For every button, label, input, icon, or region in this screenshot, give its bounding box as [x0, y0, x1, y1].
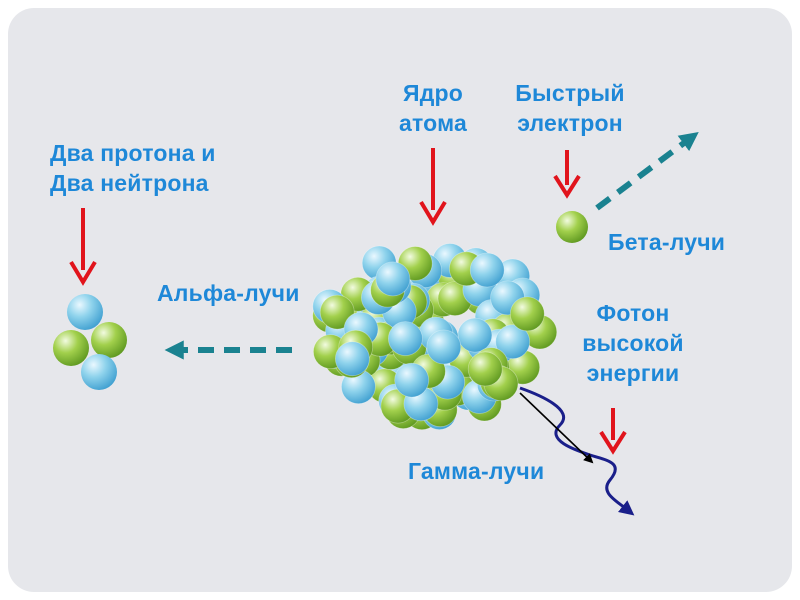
gamma-rays-label: Гамма-лучи: [408, 458, 545, 484]
proton-sphere: [457, 317, 493, 353]
neutron-sphere: [509, 296, 545, 332]
pointer-photon-icon: [599, 408, 627, 455]
proton-sphere: [495, 324, 531, 360]
gamma-ray-arrow-icon: [519, 386, 635, 516]
proton-sphere: [375, 261, 411, 297]
pointer-nucleus-icon: [419, 148, 447, 226]
pointer-electron-icon: [553, 150, 581, 199]
alpha-rays-label: Альфа-лучи: [157, 280, 300, 306]
high-energy-photon-label: Фотон высокой энергии: [582, 300, 684, 386]
electron: [556, 211, 588, 243]
proton-sphere: [334, 341, 370, 377]
proton-sphere: [394, 362, 430, 398]
neutron-sphere: [319, 294, 355, 330]
alpha-particle-label: Два протона и Два нейтрона: [50, 140, 216, 196]
alpha-particle: [53, 294, 127, 390]
proton-sphere: [387, 321, 423, 357]
proton-sphere: [426, 329, 462, 365]
atomic-nucleus: [312, 243, 558, 431]
fast-electron-label: Быстрый электрон: [515, 80, 625, 136]
nucleus-label: Ядро атома: [398, 80, 467, 136]
neutron-sphere: [467, 351, 503, 387]
proton-sphere: [469, 252, 505, 288]
beta-ray-arrow-icon: [595, 131, 699, 211]
pointer-alpha-particle-icon: [69, 208, 97, 286]
beta-rays-label: Бета-лучи: [608, 229, 726, 255]
